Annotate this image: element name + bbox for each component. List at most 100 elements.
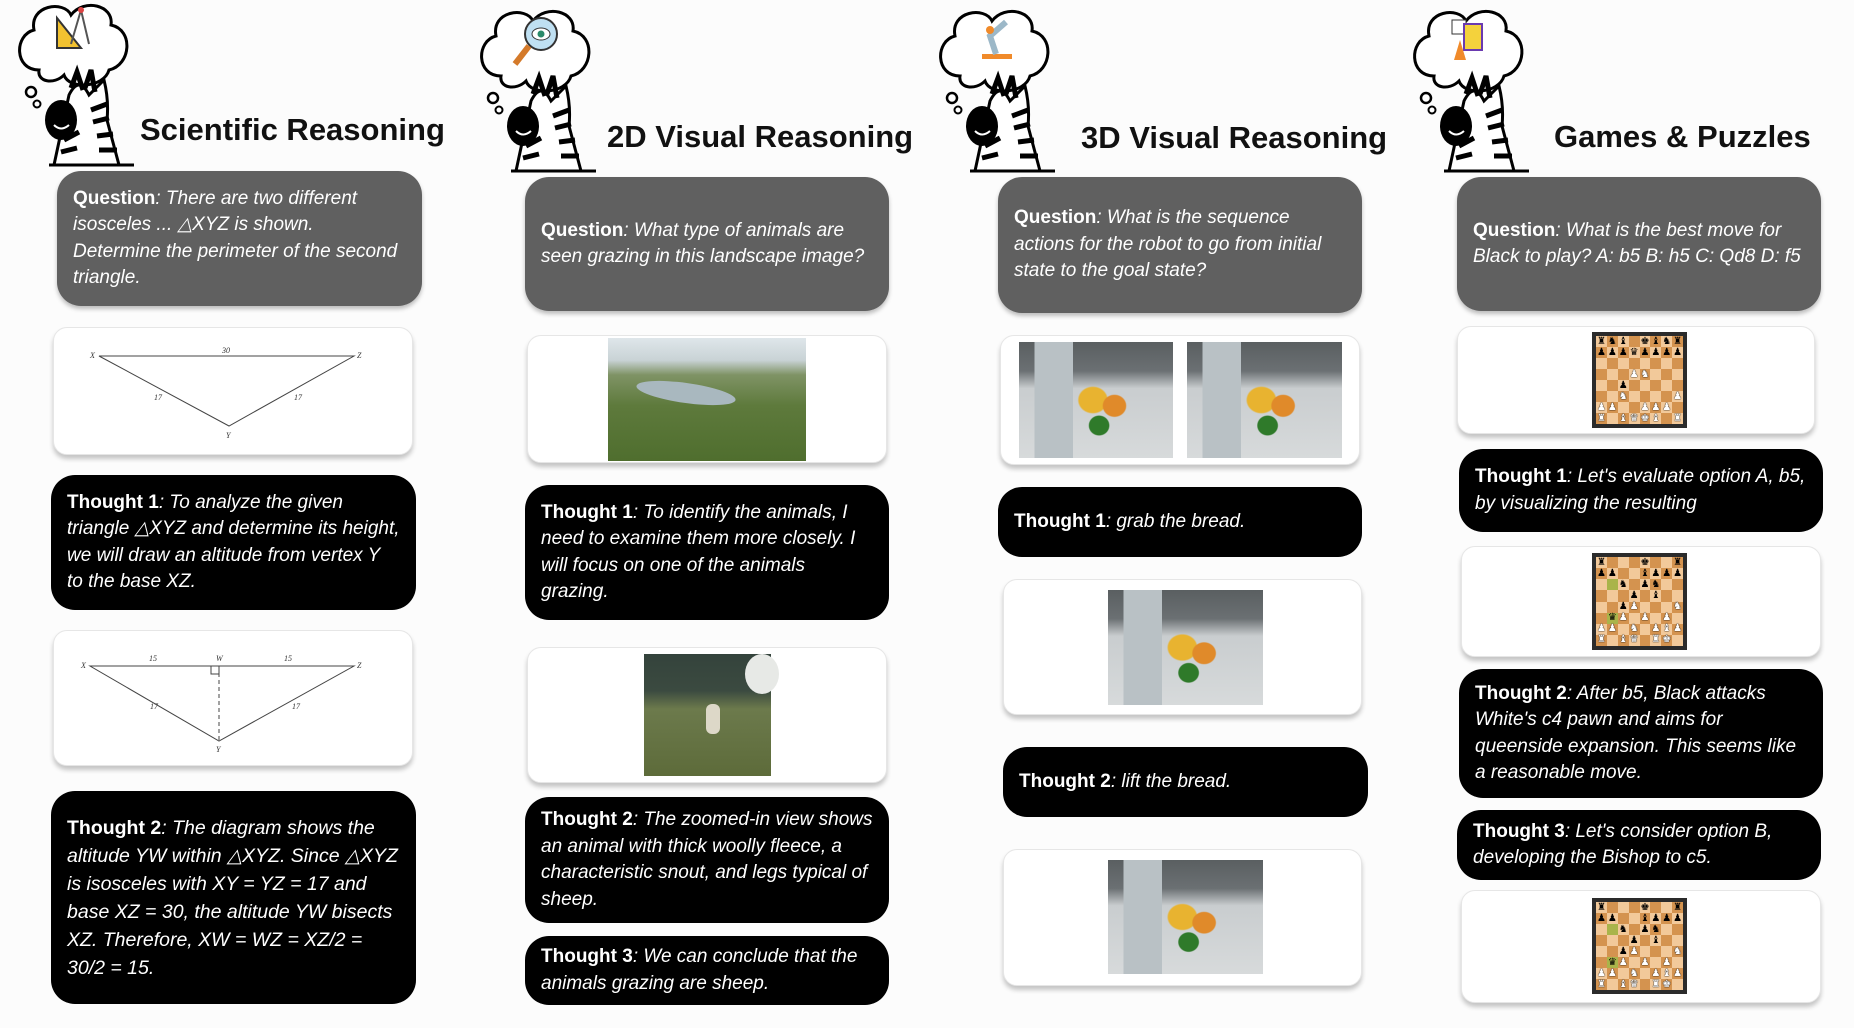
svg-text:W: W (216, 654, 224, 663)
square-a8: ♜ (1596, 556, 1607, 569)
square-a2: ♟ (1596, 623, 1607, 635)
question-text: : What is the sequence actions for the r… (1014, 207, 1322, 282)
square-d1: ♛ (1628, 634, 1640, 646)
square-b6 (1606, 924, 1618, 935)
square-b7: ♟ (1606, 346, 1618, 358)
thought-label: Thought 1 (541, 501, 633, 523)
square-f1: ♜ (1650, 634, 1662, 646)
square-h3 (1672, 957, 1683, 968)
lake (635, 376, 737, 410)
square-h2: ♟ (1672, 623, 1683, 635)
square-a3 (1596, 957, 1607, 968)
square-h5 (1672, 935, 1683, 946)
thought-label: Thought 3 (541, 946, 633, 967)
question-box: Question: What type of animals are seen … (525, 177, 889, 311)
square-a6 (1596, 579, 1607, 591)
square-e8: ♚ (1639, 556, 1651, 569)
square-e5 (1639, 935, 1651, 946)
square-g8 (1661, 557, 1673, 569)
square-e1 (1639, 979, 1651, 990)
square-c8 (1617, 557, 1629, 569)
square-f2: ♟ (1650, 623, 1662, 635)
thought-box: Thought 1: grab the bread. (998, 487, 1362, 557)
square-d4: ♟ (1628, 601, 1640, 613)
square-h5 (1672, 369, 1683, 380)
square-g2: ♟ (1661, 401, 1673, 413)
square-d3 (1628, 391, 1640, 402)
svg-text:X: X (89, 351, 96, 360)
square-h6 (1672, 358, 1683, 369)
square-e2: ♟ (1639, 401, 1651, 413)
question-text: : What is the best move for Black to pla… (1473, 219, 1801, 268)
square-e1 (1639, 634, 1651, 646)
square-c2 (1617, 402, 1629, 413)
square-a7: ♟ (1596, 346, 1607, 358)
svg-text:Y: Y (226, 431, 232, 440)
square-g5 (1661, 369, 1673, 380)
square-c7 (1617, 913, 1629, 924)
square-d8 (1628, 336, 1640, 347)
square-c3: ♟ (1617, 956, 1629, 968)
thought-text: : To identify the animals, I need to exa… (541, 501, 856, 603)
section-title: Scientific Reasoning (140, 112, 445, 147)
landscape-photo (608, 338, 806, 461)
robot-initial-state-photo (1019, 342, 1173, 458)
square-a3 (1596, 612, 1607, 624)
square-e7: ♟ (1639, 346, 1651, 358)
square-c3: ♟ (1617, 612, 1629, 624)
square-d5: ♟ (1628, 368, 1640, 380)
square-g5 (1661, 590, 1673, 602)
cloud (745, 654, 779, 694)
square-b4 (1606, 601, 1618, 613)
thought-text: : lift the bread. (1110, 770, 1232, 792)
square-g4 (1661, 601, 1673, 613)
square-d5: ♟ (1628, 934, 1640, 946)
square-c8 (1617, 902, 1629, 913)
square-f3 (1650, 957, 1662, 968)
thought-text: : To analyze the given triangle △XYZ and… (67, 491, 400, 593)
thought-label: Thought 1 (1014, 510, 1106, 532)
square-h2 (1672, 402, 1683, 413)
question-label: Question (1473, 219, 1556, 241)
thought-box: Thought 3: Let's consider option B, deve… (1457, 810, 1821, 880)
square-c2 (1617, 968, 1629, 979)
square-h1: ♜ (1672, 412, 1683, 424)
square-h3: ♟ (1672, 390, 1683, 402)
zebra-thinking-icon (6, 0, 142, 168)
square-a5 (1596, 590, 1607, 602)
square-e2 (1639, 623, 1651, 635)
triangle-diagram: X Z Y 30 17 17 (89, 346, 362, 440)
square-c1: ♝ (1617, 412, 1629, 424)
square-b8 (1606, 902, 1618, 913)
square-b8: ♞ (1606, 335, 1618, 347)
question-box: Question: What is the sequence actions f… (998, 177, 1362, 313)
altitude-diagram: X Z Y W 15 15 17 17 (80, 654, 362, 754)
chessboard: ♜♞♝♚♝♞♜♟♟♟♛♟♟♟♟♟♞♟♞♟♟♟♟♟♟♜♝♛♚♝♜ (1592, 332, 1687, 428)
chessboard: ♜♚♜♟♟♝♟♟♟♞♟♞♟♝♟♟♞♛♟♟♟♟♟♞♟♝♟♜♝♛♜♚ (1592, 553, 1687, 650)
square-g6 (1661, 924, 1673, 935)
question-label: Question (73, 187, 156, 209)
square-e7: ♝ (1639, 567, 1651, 580)
square-h8: ♜ (1672, 335, 1683, 347)
svg-text:15: 15 (284, 654, 292, 663)
square-f8 (1650, 902, 1662, 913)
square-d8 (1628, 902, 1640, 913)
svg-text:17: 17 (150, 702, 159, 711)
sheep (706, 704, 720, 734)
square-a7: ♟ (1596, 912, 1607, 924)
square-g4 (1661, 946, 1673, 957)
altitude-diagram-card: X Z Y W 15 15 17 17 (53, 630, 413, 766)
square-f5: ♝ (1650, 589, 1662, 602)
thought-text: : We can conclude that the animals grazi… (541, 946, 858, 994)
square-g2: ♝ (1661, 967, 1673, 979)
thought-box: Thought 2: The zoomed-in view shows an a… (525, 797, 889, 923)
square-a1: ♜ (1596, 412, 1607, 424)
thought-label: Thought 1 (1475, 466, 1567, 487)
square-d5: ♟ (1628, 589, 1640, 602)
robot-goal-state-photo (1187, 342, 1342, 458)
question-box: Question: What is the best move for Blac… (1457, 177, 1821, 311)
square-b8 (1606, 557, 1618, 569)
square-a2: ♟ (1596, 401, 1607, 413)
square-f1: ♜ (1650, 978, 1662, 990)
square-b3: ♛ (1606, 612, 1618, 624)
